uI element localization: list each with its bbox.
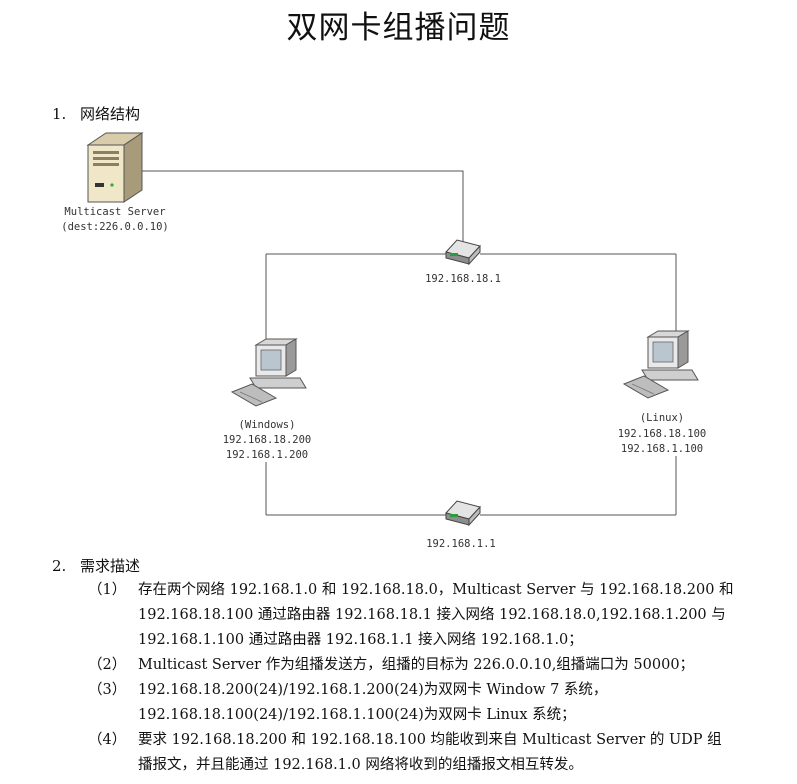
requirement-line: 要求 192.168.18.200 和 192.168.18.100 均能收到来… [138,732,722,748]
requirement-line: 192.168.1.100 通过路由器 192.168.1.1 接入网络 192… [138,632,583,648]
requirement-index: （4） [88,732,127,748]
requirement-line: 192.168.18.100 通过路由器 192.168.18.1 接入网络 1… [138,607,726,623]
server-label-dest: (dest:226.0.0.10) [61,221,168,233]
linux-label-ip-18: 192.168.18.100 [618,428,707,440]
requirement-line: 192.168.18.100(24)/192.168.1.100(24)为双网卡… [138,707,576,723]
requirement-item: （3） 192.168.18.200(24)/192.168.1.200(24)… [88,678,788,728]
section-number: 2. [52,557,67,575]
requirements-list: （1） 存在两个网络 192.168.1.0 和 192.168.18.0，Mu… [88,578,788,778]
requirement-item: （1） 存在两个网络 192.168.1.0 和 192.168.18.0，Mu… [88,578,788,653]
requirement-index: （2） [88,657,127,673]
link-server-router-top [140,170,464,242]
server-label-name: Multicast Server [64,206,165,218]
section-title: 网络结构 [80,105,141,123]
router-bottom-icon [445,500,481,527]
section-heading-requirements: 2. 需求描述 [52,555,140,576]
page-title: 双网卡组播问题 [286,10,511,46]
network-diagram: Multicast Server (dest:226.0.0.10) 192.1… [61,132,707,550]
section-number: 1. [52,105,67,123]
section-title: 需求描述 [80,557,141,575]
requirement-line: 192.168.18.200(24)/192.168.1.200(24)为双网卡… [138,682,608,698]
windows-label-os: (Windows) [239,419,296,431]
requirement-line: Multicast Server 作为组播发送方，组播的目标为 226.0.0.… [138,657,695,673]
linux-computer-icon [622,330,699,399]
requirement-line: 存在两个网络 192.168.1.0 和 192.168.18.0，Multic… [138,582,734,598]
requirement-index: （1） [88,582,127,598]
requirement-index: （3） [88,682,127,698]
requirement-item: （4） 要求 192.168.18.200 和 192.168.18.100 均… [88,728,788,778]
router-top-icon [445,239,481,266]
router-top-label: 192.168.18.1 [425,273,501,285]
network-links [140,170,677,516]
requirement-item: （2） Multicast Server 作为组播发送方，组播的目标为 226.… [88,653,788,678]
server-icon [86,132,144,203]
linux-label-ip-1: 192.168.1.100 [621,443,703,455]
windows-label-ip-1: 192.168.1.200 [226,449,308,461]
windows-computer-icon [230,338,307,407]
router-bottom-label: 192.168.1.1 [426,538,496,550]
windows-label-ip-18: 192.168.18.200 [223,434,312,446]
section-heading-network: 1. 网络结构 [52,103,140,124]
requirement-line: 播报文，并且能通过 192.168.1.0 网络将收到的组播报文相互转发。 [138,757,583,773]
linux-label-os: (Linux) [640,412,684,424]
